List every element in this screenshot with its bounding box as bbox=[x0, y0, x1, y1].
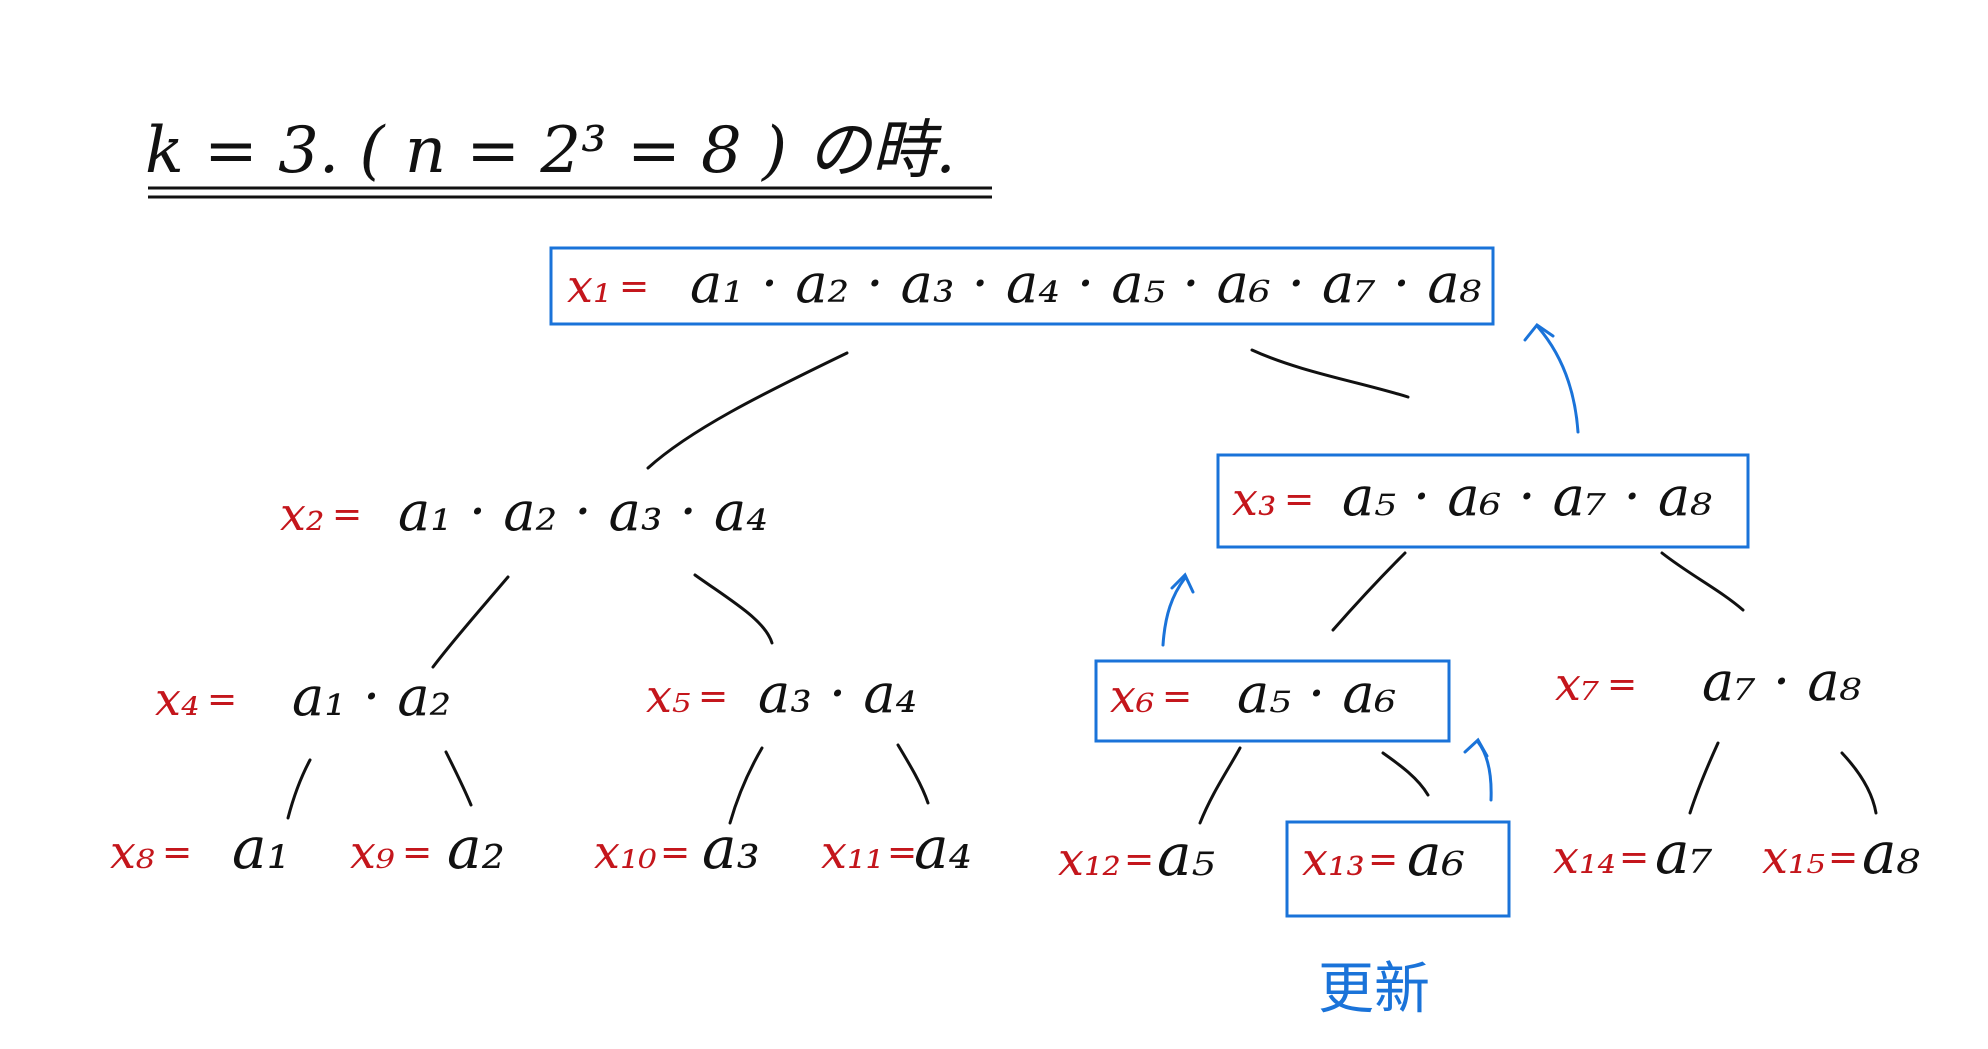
highlight-box-x6 bbox=[1094, 659, 1451, 743]
node-equals: = bbox=[1124, 839, 1154, 880]
node-variable: x₁ bbox=[567, 259, 611, 313]
edge-2-4 bbox=[431, 575, 510, 669]
node-variable: x₁₀ bbox=[594, 825, 657, 879]
node-expression: a₃ · a₄ bbox=[758, 662, 917, 725]
edge-6-12 bbox=[1198, 746, 1242, 825]
tree-node-x12: x₁₂=a₅ bbox=[1058, 821, 1215, 889]
node-equals: = bbox=[1284, 479, 1314, 520]
node-equals: = bbox=[1619, 837, 1649, 878]
node-equals: = bbox=[207, 679, 237, 720]
node-expression: a₃ bbox=[702, 814, 760, 882]
edge-4-9 bbox=[444, 750, 473, 807]
node-variable: x₂ bbox=[280, 487, 324, 541]
tree-node-x14: x₁₄=a₇ bbox=[1553, 819, 1713, 887]
arrow-6-to-3-head bbox=[1170, 572, 1195, 594]
node-variable: x₇ bbox=[1555, 657, 1599, 711]
arrow-3-to-1 bbox=[1536, 325, 1580, 434]
tree-nodes: x₁=a₁ · a₂ · a₃ · a₄ · a₅ · a₆ · a₇ · a₈… bbox=[110, 252, 1920, 889]
update-arrows bbox=[1161, 322, 1580, 802]
node-expression: a₁ · a₂ · a₃ · a₄ · a₅ · a₆ · a₇ · a₈ bbox=[690, 252, 1482, 315]
node-expression: a₆ bbox=[1407, 821, 1465, 889]
edge-3-7 bbox=[1660, 551, 1745, 612]
tree-node-x9: x₉= a₂ bbox=[350, 814, 505, 882]
node-variable: x₄ bbox=[155, 672, 199, 726]
tree-node-x15: x₁₅=a₈ bbox=[1762, 819, 1920, 887]
node-variable: x₁₁ bbox=[821, 825, 884, 879]
node-equals: = bbox=[162, 832, 192, 873]
node-equals: = bbox=[619, 266, 649, 307]
node-expression: a₅ · a₆ bbox=[1237, 662, 1396, 725]
edge-2-5 bbox=[693, 573, 774, 645]
node-variable: x₁₂ bbox=[1058, 832, 1121, 886]
node-variable: x₉ bbox=[350, 825, 395, 879]
edge-5-10 bbox=[728, 746, 764, 825]
tree-node-x6: x₆= a₅ · a₆ bbox=[1110, 662, 1396, 725]
node-equals: = bbox=[332, 494, 362, 535]
edge-5-11 bbox=[896, 743, 930, 805]
edge-7-14 bbox=[1688, 741, 1720, 815]
update-label: 更新 bbox=[1318, 957, 1430, 1022]
node-expression: a₁ · a₂ bbox=[292, 665, 451, 728]
tree-node-x8: x₈= a₁ bbox=[110, 814, 290, 882]
tree-node-x10: x₁₀= a₃ bbox=[594, 814, 760, 882]
tree-node-x4: x₄= a₁ · a₂ bbox=[155, 665, 451, 728]
node-expression: a₄ bbox=[914, 814, 972, 882]
tree-node-x3: x₃= a₅ · a₆ · a₇ · a₈ bbox=[1232, 465, 1712, 528]
tree-node-x11: x₁₁=a₄ bbox=[821, 814, 972, 882]
node-variable: x₃ bbox=[1232, 472, 1276, 526]
node-equals: = bbox=[1162, 676, 1192, 717]
node-equals: = bbox=[660, 832, 690, 873]
highlight-box-x3 bbox=[1216, 453, 1750, 549]
arrow-3-to-1-head bbox=[1523, 322, 1555, 342]
page-title: k = 3. ( n = 2³ = 8 ) の時. bbox=[145, 114, 956, 188]
node-expression: a₅ · a₆ · a₇ · a₈ bbox=[1342, 465, 1712, 528]
node-variable: x₁₅ bbox=[1762, 830, 1825, 884]
node-expression: a₈ bbox=[1862, 819, 1920, 887]
arrow-6-to-3 bbox=[1161, 576, 1187, 647]
tree-node-x5: x₅= a₃ · a₄ bbox=[646, 662, 917, 725]
edge-3-6 bbox=[1331, 551, 1407, 632]
node-variable: x₅ bbox=[646, 669, 690, 723]
title-group: k = 3. ( n = 2³ = 8 ) の時. bbox=[145, 114, 992, 199]
node-equals: = bbox=[1607, 664, 1637, 705]
edge-7-15 bbox=[1840, 751, 1878, 815]
node-variable: x₁₄ bbox=[1553, 830, 1616, 884]
arrow-13-to-6-head bbox=[1463, 737, 1489, 758]
edge-6-13 bbox=[1381, 751, 1430, 797]
node-equals: = bbox=[887, 832, 917, 873]
node-expression: a₁ · a₂ · a₃ · a₄ bbox=[398, 480, 768, 543]
node-variable: x₆ bbox=[1110, 669, 1154, 723]
node-expression: a₂ bbox=[447, 814, 505, 882]
tree-node-x1: x₁= a₁ · a₂ · a₃ · a₄ · a₅ · a₆ · a₇ · a₈ bbox=[567, 252, 1482, 315]
node-equals: = bbox=[1368, 839, 1398, 880]
edge-1-2 bbox=[646, 351, 849, 470]
highlight-box-x1 bbox=[549, 246, 1495, 326]
highlight-boxes bbox=[549, 246, 1750, 918]
tree-node-x13: x₁₃=a₆ bbox=[1302, 821, 1465, 889]
node-expression: a₇ bbox=[1655, 819, 1713, 887]
node-expression: a₅ bbox=[1157, 821, 1215, 889]
node-equals: = bbox=[698, 676, 728, 717]
highlight-box-x13 bbox=[1285, 820, 1511, 918]
tree-node-x7: x₇= a₇ · a₈ bbox=[1555, 650, 1862, 713]
tree-node-x2: x₂= a₁ · a₂ · a₃ · a₄ bbox=[280, 480, 768, 543]
node-variable: x₁₃ bbox=[1302, 832, 1365, 886]
node-equals: = bbox=[1828, 837, 1858, 878]
tree-edges bbox=[286, 348, 1878, 825]
node-expression: a₁ bbox=[232, 814, 290, 882]
node-expression: a₇ · a₈ bbox=[1702, 650, 1862, 713]
edge-4-8 bbox=[286, 758, 312, 820]
edge-1-3 bbox=[1250, 348, 1410, 399]
node-variable: x₈ bbox=[110, 825, 155, 879]
node-equals: = bbox=[402, 832, 432, 873]
